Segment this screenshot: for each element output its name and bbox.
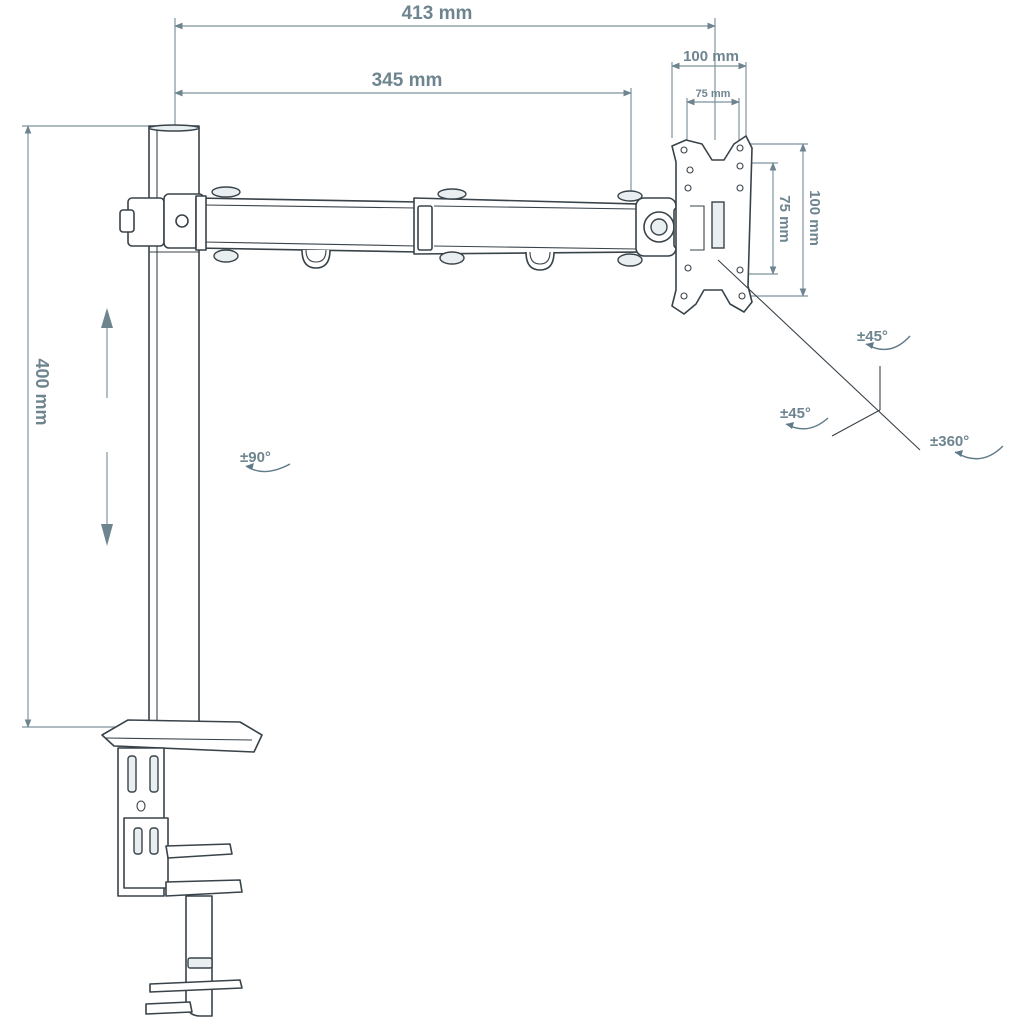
dimension-vesa-100-height: 100 mm xyxy=(748,143,823,297)
arm-length-label: 345 mm xyxy=(372,70,443,91)
arm-segment-2 xyxy=(413,188,643,271)
swivel-left-rotation: ±45° xyxy=(780,405,829,430)
vesa-small-width-label: 75 mm xyxy=(696,88,731,100)
dimension-vesa-100-width: 100 mm xyxy=(671,48,747,138)
dimension-vesa-75-width: 75 mm xyxy=(686,88,740,150)
vesa-large-height-label: 100 mm xyxy=(806,190,823,246)
total-reach-label: 413 mm xyxy=(402,3,473,24)
rotate-360-label: ±360° xyxy=(930,433,969,450)
dimension-413: 413 mm xyxy=(174,3,716,140)
desk-clamp xyxy=(101,719,263,1017)
tilt-top-label: ±45° xyxy=(857,328,888,345)
arm-swivel-label: ±90° xyxy=(240,449,271,466)
vesa-small-height-label: 75 mm xyxy=(776,195,793,243)
rotation-axes xyxy=(717,259,921,451)
arm-swivel-rotation: ±90° xyxy=(240,449,291,473)
vesa-large-width-label: 100 mm xyxy=(683,48,739,65)
tilt-top-rotation: ±45° xyxy=(857,328,911,351)
height-adjust-arrow xyxy=(101,308,113,546)
rotate-360-rotation: ±360° xyxy=(930,433,1004,460)
swivel-left-label: ±45° xyxy=(780,405,811,422)
dimension-400: 400 mm xyxy=(22,125,150,728)
vesa-plate xyxy=(671,135,753,315)
dimension-vesa-75-height: 75 mm xyxy=(745,162,793,275)
dimension-345: 345 mm xyxy=(174,70,632,192)
arm-segment-1 xyxy=(195,186,419,269)
pole-height-label: 400 mm xyxy=(32,358,52,425)
arm-collar xyxy=(119,193,205,249)
